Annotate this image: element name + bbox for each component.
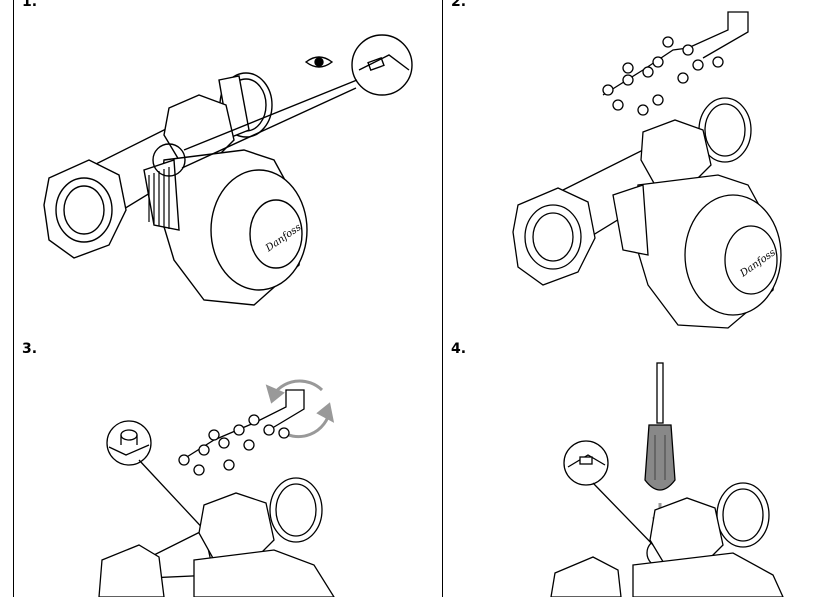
eye-icon — [304, 56, 334, 68]
valve-illustration: Danfoss — [43, 34, 413, 306]
rotate-arrows-icon — [265, 379, 335, 439]
step-number: 2. — [451, 0, 467, 10]
valve-illustration — [98, 379, 335, 597]
step-number: 4. — [451, 341, 467, 357]
step-panel-3: 3. — [13, 335, 442, 597]
valve-illustration: Danfoss — [512, 11, 782, 329]
step-number: 3. — [22, 341, 38, 357]
step-number: 1. — [22, 0, 38, 10]
step-panel-4: 4. — [442, 335, 830, 597]
step-panel-1: 1. — [13, 0, 442, 336]
valve-illustration — [550, 362, 784, 597]
step-panel-2: 2. — [442, 0, 830, 336]
screwdriver-icon — [644, 362, 676, 491]
